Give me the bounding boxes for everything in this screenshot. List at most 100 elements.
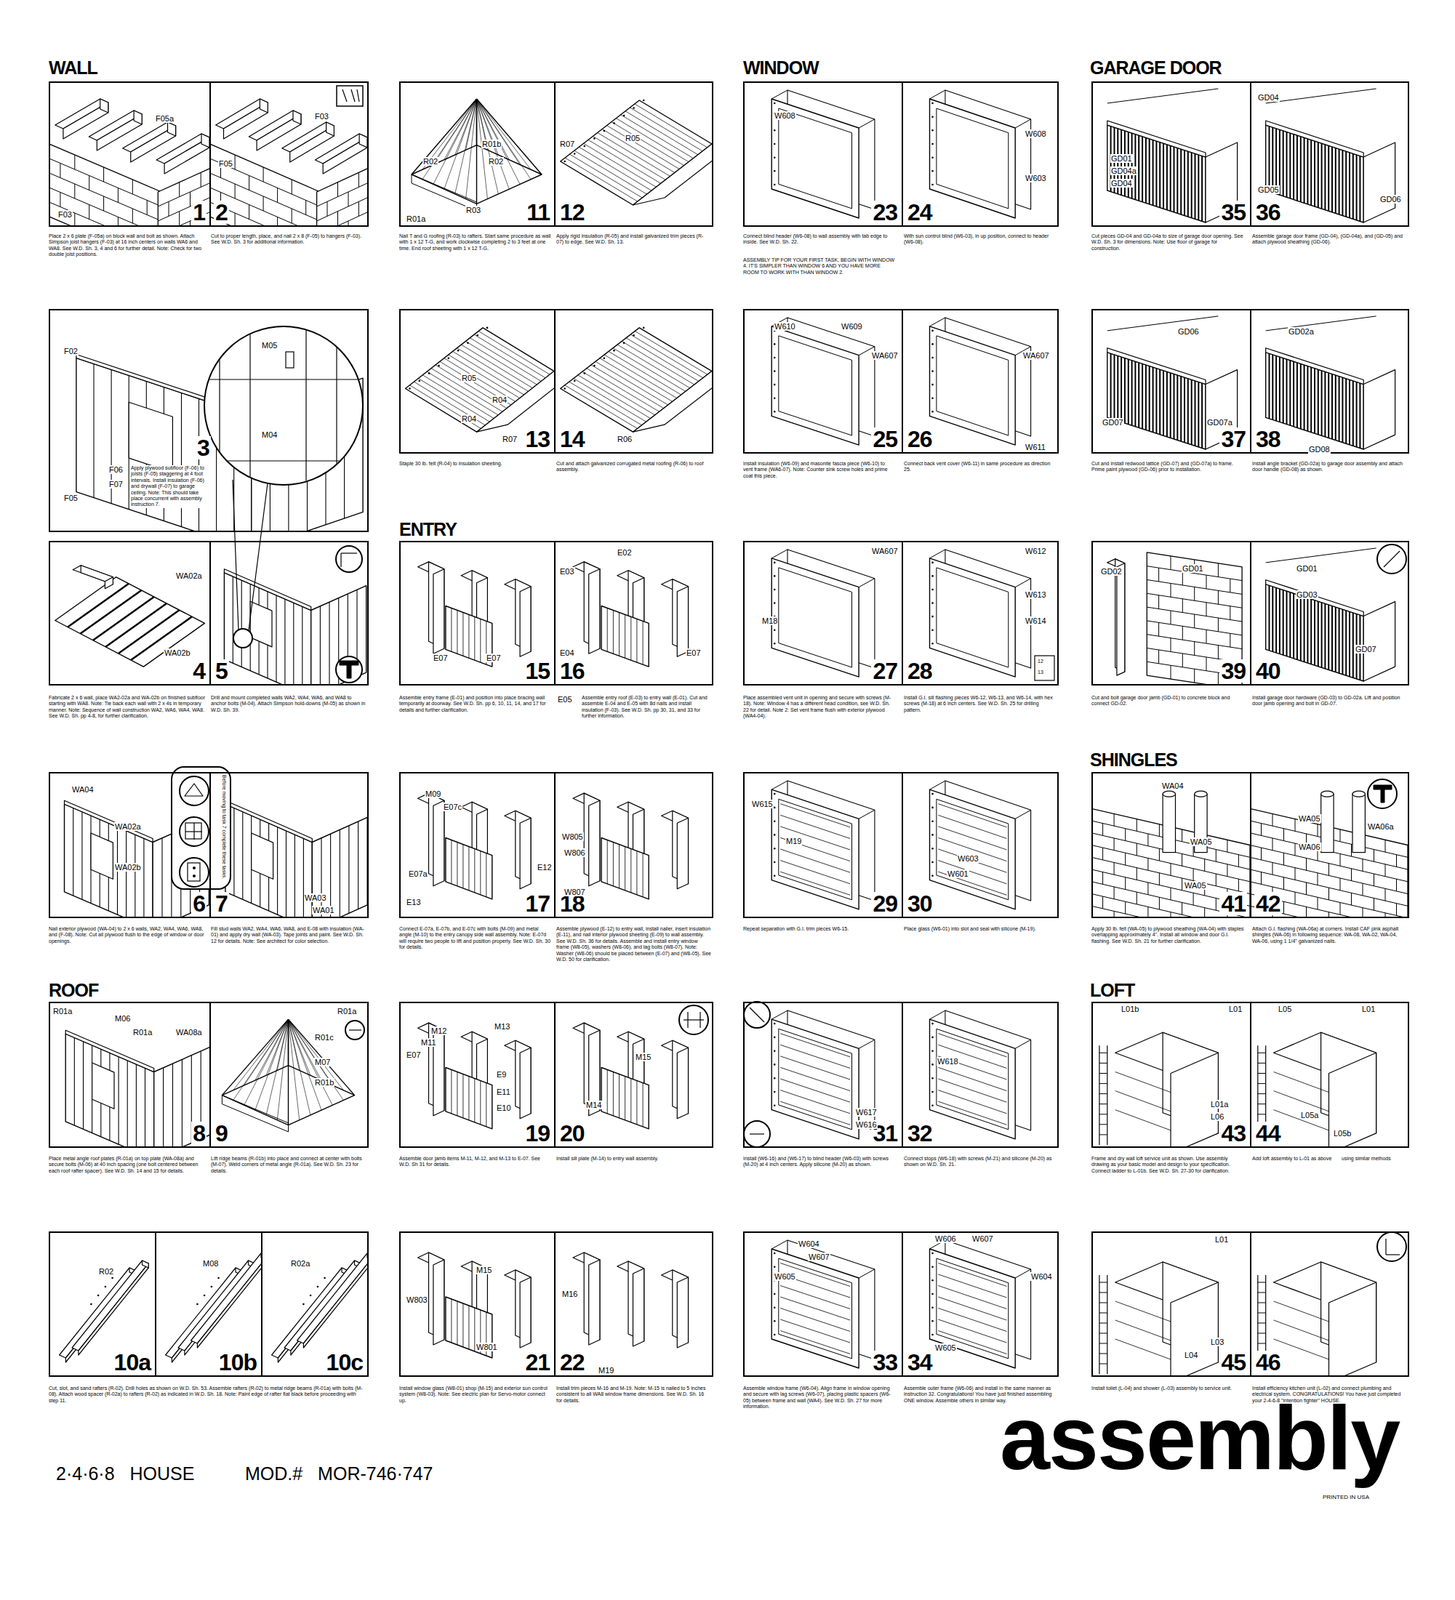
instruction-note: With sun control blind (W6-03), in up po…: [903, 233, 1057, 246]
drawing-line: [519, 1277, 531, 1349]
drawing-line: [1159, 848, 1160, 861]
drawing-line: [602, 129, 675, 174]
panel-illustration: [418, 1023, 531, 1130]
drawing-line: [82, 1041, 84, 1130]
drawing-line: [1015, 578, 1031, 588]
drawing-line: [1137, 135, 1140, 201]
step-panel: 13: [399, 309, 556, 454]
drawing-line: [771, 558, 859, 677]
drawing-line: [623, 114, 626, 118]
part-label: L03: [1209, 1337, 1225, 1347]
drawing-line: [1152, 367, 1154, 433]
drawing-line: [1348, 611, 1351, 677]
drawing-line: [612, 610, 614, 655]
drawing-line: [1292, 593, 1295, 659]
drawing-line: [1099, 1282, 1108, 1284]
panel-illustration: [572, 1023, 689, 1130]
drawing-line: [1116, 563, 1125, 676]
drawing-line: [931, 1306, 934, 1309]
instruction-note: Install window glass (W8-01) shop (M-15)…: [399, 1385, 552, 1405]
detail-circle: [1377, 1232, 1407, 1262]
drawing-line: [284, 1260, 361, 1352]
drawing-line: [773, 820, 776, 823]
drawing-line: [931, 410, 934, 414]
drawing-line: [938, 1286, 1007, 1310]
drawing-line: [1159, 897, 1160, 910]
drawing-line: [1115, 1110, 1171, 1131]
drawing-line: [1015, 1269, 1031, 1279]
drawing-line: [181, 1059, 183, 1148]
window-glyph: [185, 823, 202, 840]
drawing-line: [1338, 376, 1341, 443]
part-label: R04: [461, 414, 478, 424]
step-panel: 10b: [154, 1231, 263, 1378]
part-label: W807: [563, 887, 587, 897]
drawing-line: [1303, 365, 1306, 431]
drawing-line: [1272, 862, 1274, 875]
drawing-line: [630, 849, 632, 893]
step-panel: 36: [1249, 81, 1410, 227]
instruction-note: Install sill plate (M-14) to entry wall …: [556, 1156, 709, 1162]
drawing-line: [623, 342, 626, 345]
drawing-line: [931, 1049, 934, 1053]
part-label: E02: [616, 548, 633, 557]
drawing-line: [612, 349, 616, 352]
drawing-line: [146, 200, 148, 216]
drawing-line: [1340, 854, 1341, 867]
drawing-line: [302, 1303, 305, 1306]
drawing-line: [291, 208, 293, 224]
part-label: E04: [559, 648, 576, 658]
drawing-line: [1113, 862, 1115, 875]
drawing-line: [1215, 898, 1217, 912]
drawing-line: [1300, 363, 1302, 430]
drawing-line: [1147, 882, 1149, 896]
drawing-line: [601, 1068, 649, 1130]
part-label: W612: [1024, 546, 1048, 556]
drawing-line: [97, 1295, 100, 1298]
drawing-line: [773, 1091, 776, 1094]
instruction-note: Assemble entry frame (E-01) and position…: [399, 695, 552, 714]
section-heading: LOFT: [1089, 981, 1135, 1000]
drawing-line: [287, 1019, 289, 1126]
part-label: GD01: [1295, 564, 1319, 573]
part-label: R05: [624, 133, 641, 143]
instruction-note: Nail exterior plywood (WA-04) to 2 x 6 w…: [48, 926, 208, 945]
drawing-line: [327, 201, 328, 216]
drawing-line: [1229, 633, 1231, 648]
drawing-line: [1159, 142, 1161, 208]
drawing-line: [1099, 1303, 1108, 1304]
drawing-line: [468, 615, 470, 659]
drawing-line: [1102, 896, 1104, 909]
step-number: 21: [523, 1351, 552, 1375]
drawing-line: [1363, 370, 1395, 450]
step-number: 37: [1219, 427, 1248, 451]
drawing-line: [1271, 127, 1274, 193]
drawing-line: [1340, 878, 1341, 891]
instruction-note: Assemble plywood (E-12) to entry wall, i…: [556, 926, 712, 963]
drawing-line: [773, 834, 776, 837]
drawing-line: [1396, 879, 1397, 892]
drawing-line: [930, 1019, 1016, 1140]
drawing-line: [1306, 138, 1309, 205]
drawing-line: [930, 1010, 946, 1020]
drawing-line: [1352, 794, 1365, 853]
drawing-line: [1107, 88, 1219, 104]
step-panel: 40: [1249, 540, 1410, 686]
part-label: F06: [108, 465, 124, 475]
drawing-line: [1136, 892, 1138, 905]
drawing-line: [1115, 1301, 1171, 1322]
drawing-line: [294, 834, 296, 919]
drawing-line: [255, 1019, 289, 1081]
part-label: R02: [98, 1267, 115, 1277]
step-number: 26: [906, 427, 934, 451]
part-label: R07: [559, 139, 576, 149]
drawing-line: [444, 98, 478, 190]
drawing-line: [1373, 874, 1375, 887]
drawing-line: [773, 793, 776, 796]
drawing-line: [1286, 359, 1288, 424]
drawing-line: [479, 851, 481, 896]
drawing-line: [221, 1095, 288, 1133]
part-label: GD04: [1110, 178, 1133, 188]
drawing-line: [1396, 855, 1397, 868]
panel-illustration: [55, 565, 206, 667]
